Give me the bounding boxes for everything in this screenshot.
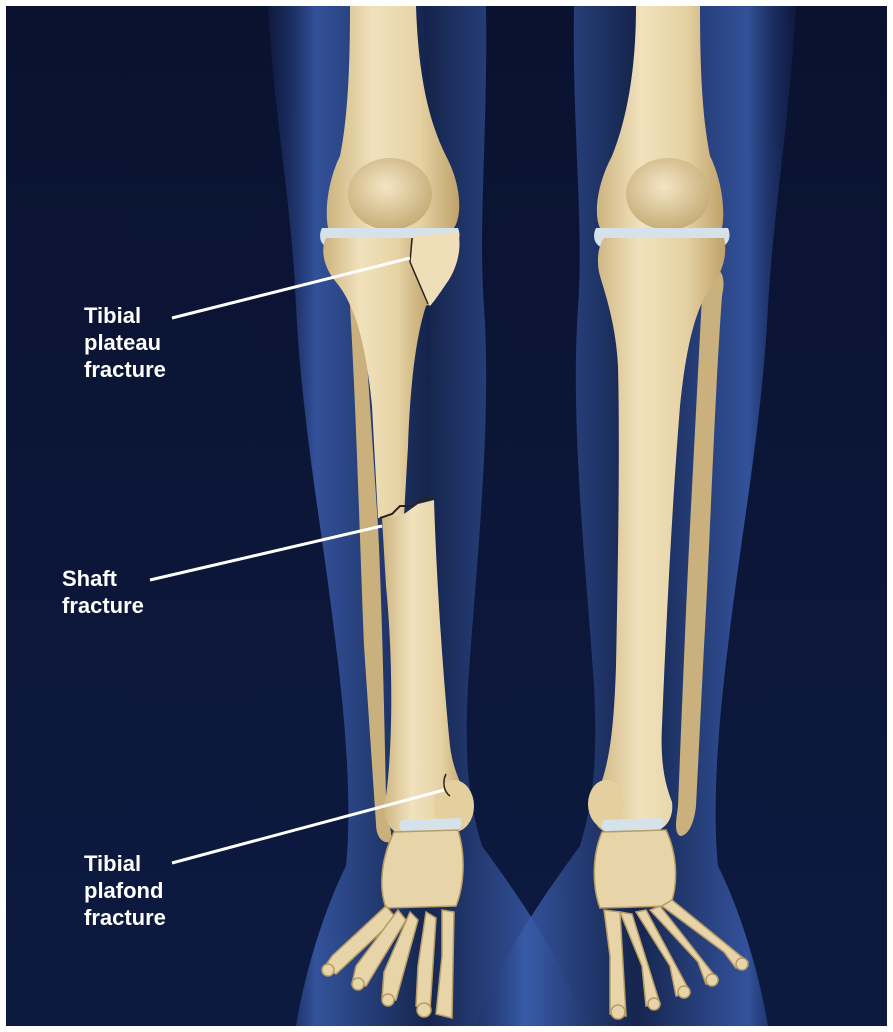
label-line: plafond [84,877,166,904]
label-tibial-plateau-fracture: Tibial plateau fracture [84,302,166,383]
label-line: fracture [84,356,166,383]
label-line: Tibial [84,302,166,329]
label-line: Shaft [62,565,144,592]
label-line: fracture [84,904,166,931]
label-line: plateau [84,329,166,356]
label-line: Tibial [84,850,166,877]
label-line: fracture [62,592,144,619]
left-patella [348,158,432,230]
label-shaft-fracture: Shaft fracture [62,565,144,619]
right-patella [626,158,710,230]
label-tibial-plafond-fracture: Tibial plafond fracture [84,850,166,931]
